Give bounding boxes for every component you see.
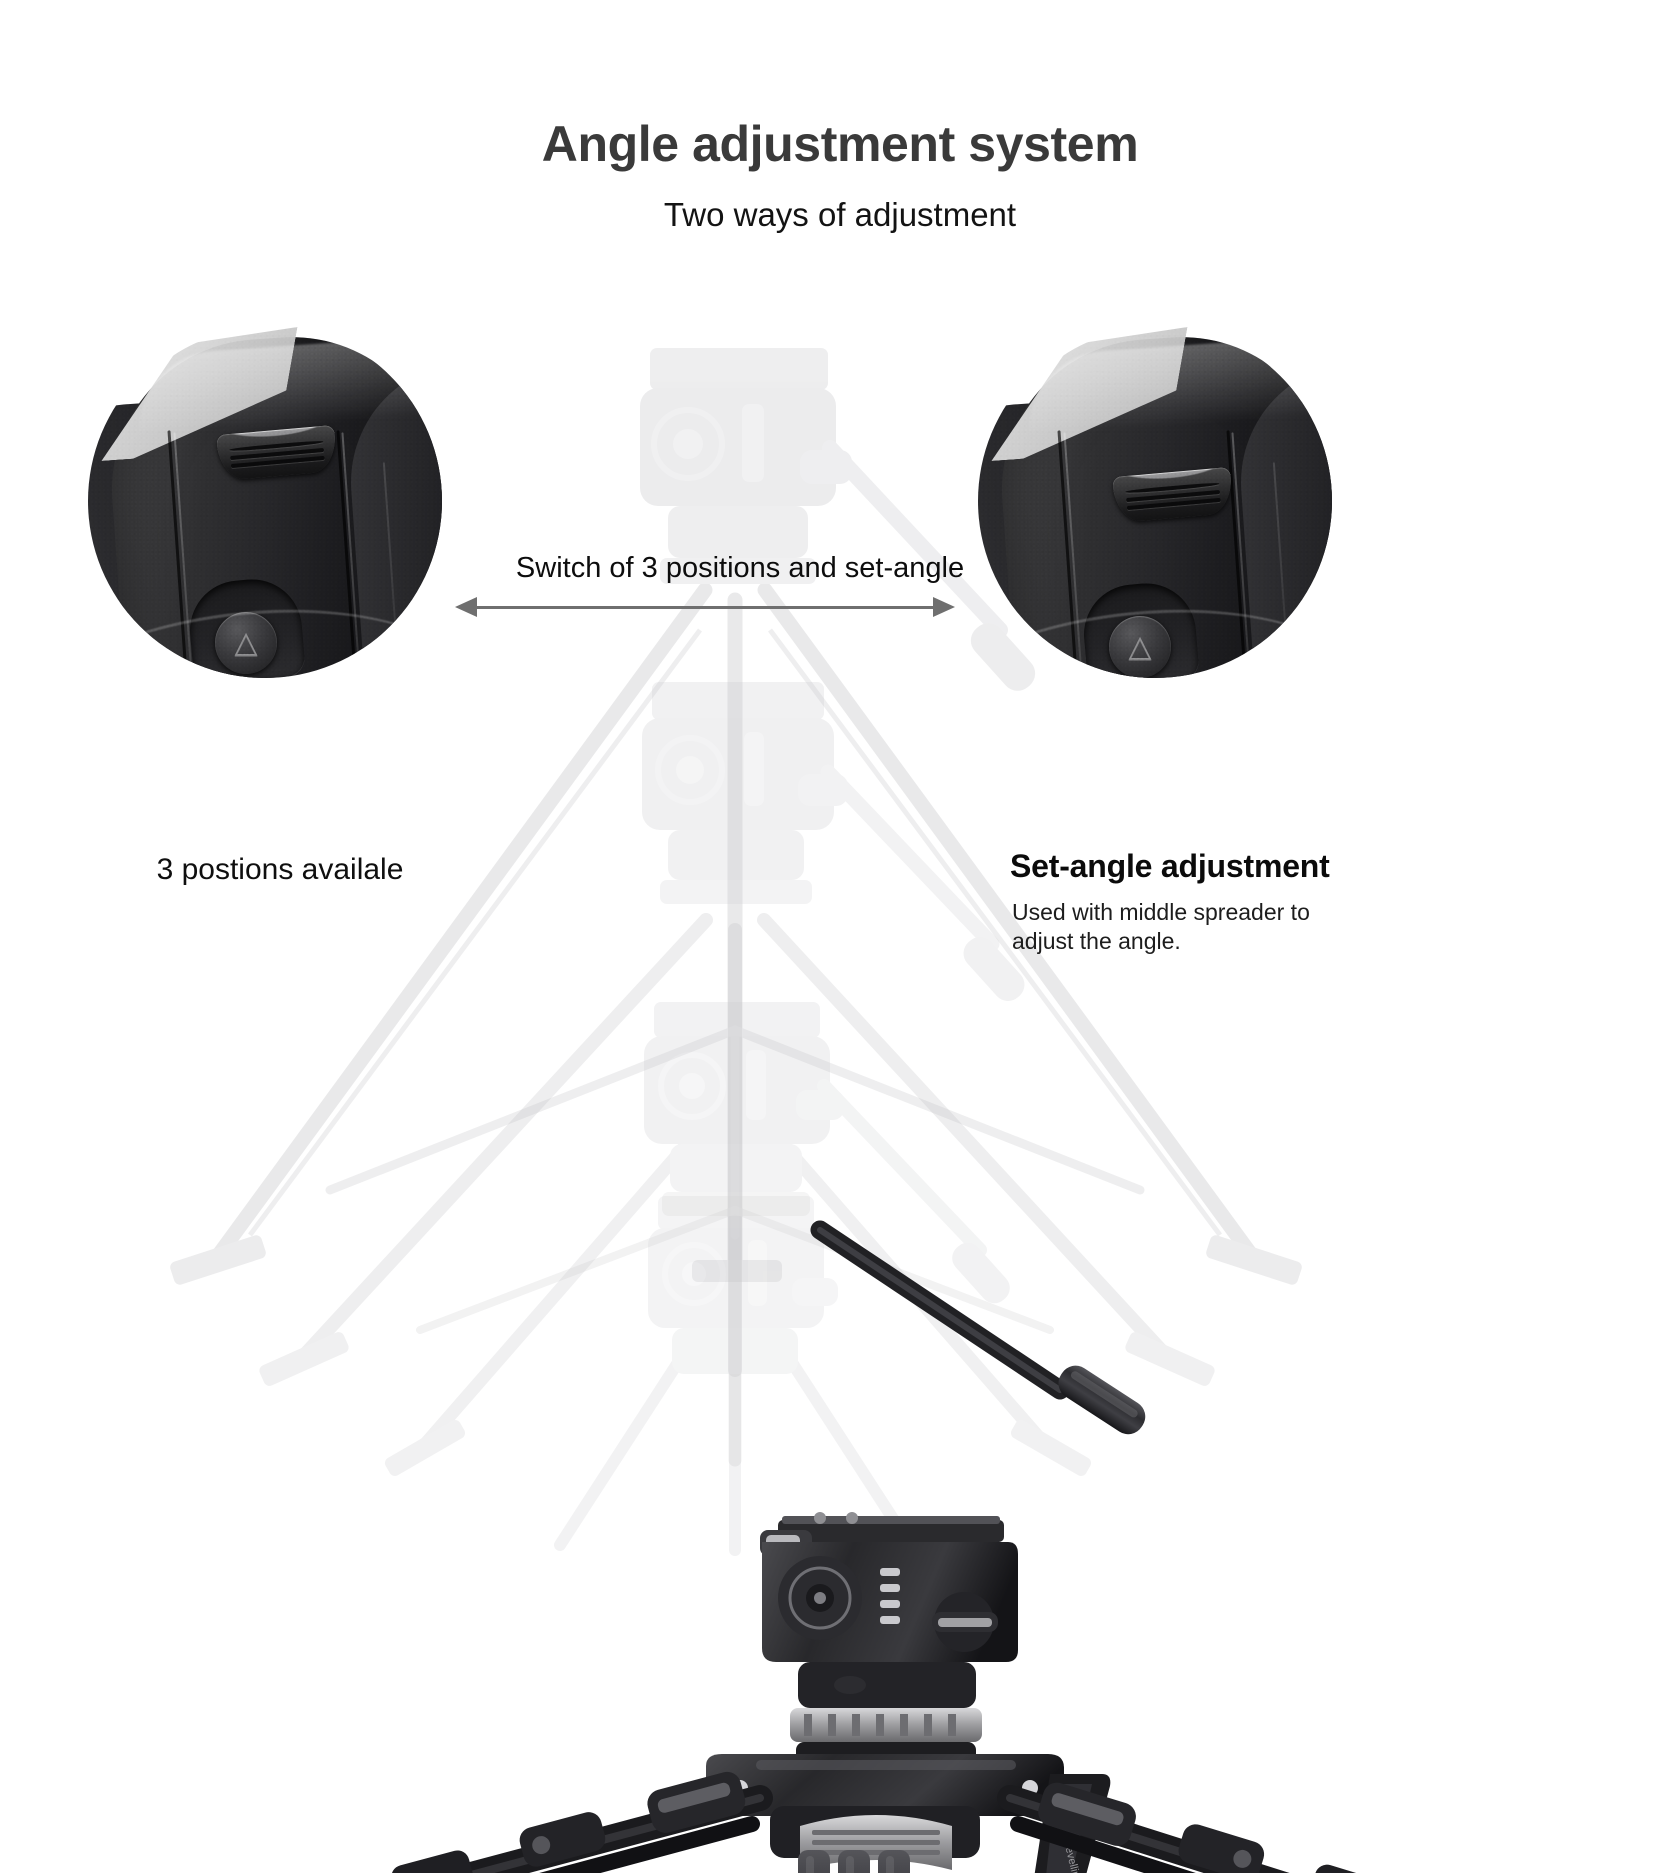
left-panel-caption: 3 postions availale [156, 853, 404, 886]
triangle-button-icon[interactable]: △ [215, 612, 277, 674]
ghost-position-narrow [554, 1196, 916, 1556]
arrow-left-icon [455, 597, 477, 617]
center-column [798, 1850, 910, 1873]
tripod-product-front: Levelling [391, 1220, 1393, 1873]
page-subtitle: Two ways of adjustment [663, 196, 1017, 233]
arrow-line [473, 606, 937, 609]
leg-right [997, 1782, 1393, 1873]
leg-housing-right: △ [978, 324, 1332, 678]
triangle-glyph: △ [1128, 630, 1152, 663]
arrow-caption: Switch of 3 positions and set-angle [515, 552, 965, 584]
page-title: Angle adjustment system [541, 116, 1139, 172]
leg-left [391, 1771, 773, 1873]
arrow-right-icon [933, 597, 955, 617]
ghost-position-mid-high [259, 682, 1215, 1386]
inset-right-leg-angle-selector: △ [978, 324, 1332, 678]
leg-housing-left: △ [88, 324, 442, 678]
fluid-head [760, 1512, 1018, 1762]
inset-left-leg-angle-selector: △ [88, 324, 442, 678]
ghost-position-mid [384, 1002, 1092, 1476]
triangle-button-icon[interactable]: △ [1109, 616, 1171, 678]
triangle-glyph: △ [234, 626, 258, 659]
tripod-svg: Levelling [170, 348, 1393, 1873]
right-panel-caption: Set-angle adjustment [1010, 848, 1330, 884]
tripod-illustration: Levelling [0, 330, 1680, 1873]
right-panel-description: Used with middle spreader to adjust the … [1012, 899, 1310, 954]
ghost-position-wide [170, 348, 1302, 1285]
range-arrow [455, 592, 955, 622]
